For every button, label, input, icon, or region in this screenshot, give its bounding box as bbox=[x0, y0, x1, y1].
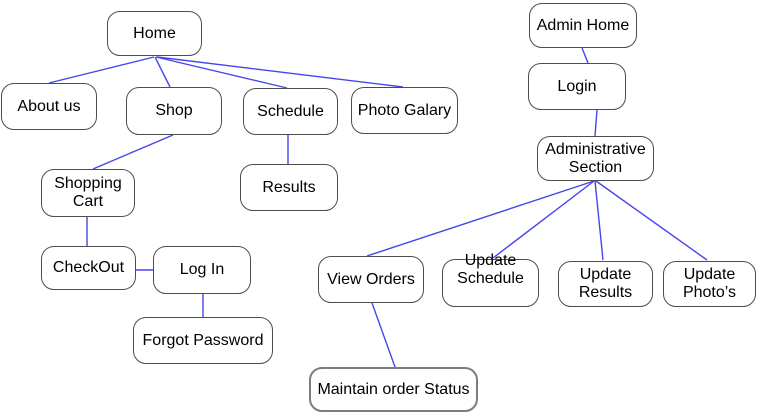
edge-administrative-section-to-update-photos bbox=[595, 180, 708, 261]
node-checkout: CheckOut bbox=[41, 246, 136, 290]
node-label-line: Photo’s bbox=[682, 284, 737, 301]
node-login: Login bbox=[528, 63, 626, 110]
edge-shop-to-shopping-cart bbox=[92, 134, 174, 170]
node-view-orders: View Orders bbox=[318, 256, 424, 303]
node-label-line: Administrative bbox=[545, 140, 646, 158]
node-label-line: Results bbox=[262, 178, 316, 196]
node-about-us: About us bbox=[1, 83, 97, 130]
node-label: Results bbox=[262, 179, 315, 197]
node-schedule: Schedule bbox=[243, 88, 338, 135]
node-label: Home bbox=[133, 25, 176, 43]
node-label-line: Schedule bbox=[257, 102, 324, 120]
node-label: Log In bbox=[180, 261, 224, 279]
node-label-line: Maintain order Status bbox=[317, 380, 470, 398]
edge-home-to-about-us bbox=[48, 56, 155, 84]
node-label-line: Shop bbox=[155, 102, 193, 119]
edge-login-to-administrative-section bbox=[594, 109, 598, 137]
node-label-line: Login bbox=[557, 77, 597, 95]
node-label-line: Shopping bbox=[54, 175, 122, 192]
node-label: About us bbox=[17, 98, 80, 116]
node-label-line: Cart bbox=[72, 193, 104, 210]
node-label: Shop bbox=[155, 102, 192, 120]
node-label-line: Schedule bbox=[457, 270, 524, 287]
node-label-line: CheckOut bbox=[52, 259, 125, 276]
edge-admin-home-to-login bbox=[581, 47, 589, 64]
node-label: Schedule bbox=[257, 103, 324, 121]
node-admin-home: Admin Home bbox=[529, 3, 637, 48]
node-log-in: Log In bbox=[153, 246, 251, 294]
edge-view-orders-to-maintain-order-status bbox=[371, 302, 396, 368]
node-photo-galary: Photo Galary bbox=[351, 87, 458, 134]
node-label-line: Log In bbox=[179, 261, 225, 278]
edge-home-to-photo-galary bbox=[156, 56, 404, 88]
edge-home-to-schedule bbox=[155, 56, 288, 89]
node-label-line: Results bbox=[578, 284, 633, 301]
node-label-line: Section bbox=[568, 158, 623, 176]
node-forgot-password: Forgot Password bbox=[133, 317, 273, 364]
node-label: Login bbox=[557, 78, 596, 96]
node-home: Home bbox=[107, 11, 202, 56]
node-results: Results bbox=[240, 164, 338, 211]
node-label-line: View Orders bbox=[327, 270, 415, 288]
node-label-line: About us bbox=[17, 97, 81, 115]
node-label: Admin Home bbox=[537, 17, 629, 35]
node-label-line: Update bbox=[683, 266, 736, 283]
node-label-line: Update bbox=[579, 266, 632, 283]
node-label-line: Home bbox=[133, 24, 176, 42]
node-label-line: Update bbox=[464, 252, 517, 269]
edge-administrative-section-to-update-results bbox=[594, 180, 604, 261]
node-label-line: Forgot Password bbox=[142, 331, 264, 349]
node-label: CheckOut bbox=[53, 259, 124, 277]
edge-administrative-section-to-update-schedule bbox=[492, 180, 595, 259]
node-label: Forgot Password bbox=[143, 332, 264, 350]
edge-home-to-shop bbox=[154, 56, 171, 88]
node-label-line: Admin Home bbox=[536, 16, 630, 34]
node-label: View Orders bbox=[327, 271, 415, 289]
node-label: Maintain order Status bbox=[317, 381, 469, 399]
node-label: Photo Galary bbox=[358, 102, 451, 120]
node-maintain-order-status: Maintain order Status bbox=[309, 367, 478, 412]
edge-administrative-section-to-view-orders bbox=[366, 180, 595, 257]
node-shop: Shop bbox=[126, 87, 222, 135]
node-label-line: Photo Galary bbox=[357, 101, 452, 119]
